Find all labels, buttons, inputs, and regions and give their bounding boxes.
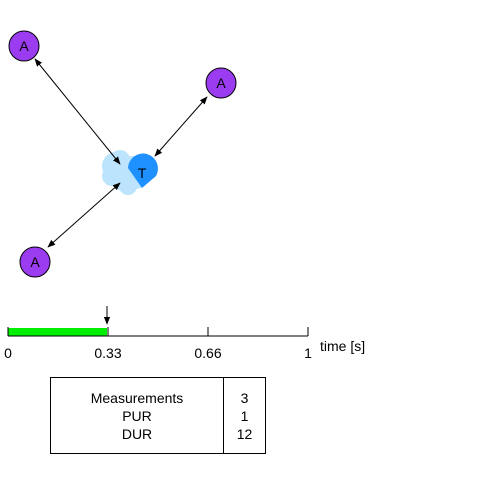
timeline-tick-label: 0.33	[94, 345, 121, 361]
dur-label: DUR	[121, 425, 153, 442]
target-shape	[128, 153, 158, 188]
agent-right[interactable]: A	[205, 67, 237, 99]
dur-value: 12	[236, 425, 253, 442]
agent-label: A	[19, 38, 29, 54]
pur-label: PUR	[122, 407, 152, 424]
agent-top-left[interactable]: A	[8, 30, 40, 62]
target-label: T	[138, 165, 147, 181]
timeline-tick-label: 0	[4, 345, 12, 361]
link-agent-right	[154, 96, 208, 157]
progress-bar-fill	[8, 328, 107, 336]
target-marker[interactable]: T	[128, 153, 158, 188]
pur-value: 1	[240, 407, 249, 424]
agent-label: A	[30, 254, 40, 270]
timeline-unit-label: time [s]	[320, 338, 365, 354]
measurements-label: Measurements	[90, 389, 184, 406]
agent-bottom-left[interactable]: A	[19, 246, 51, 278]
link-agent-top-left	[34, 58, 121, 165]
timeline-tick-label: 1	[304, 345, 312, 361]
timeline-tick-label: 0.66	[194, 345, 221, 361]
measurements-table: Measurements PUR DUR 3 1 12	[50, 377, 266, 454]
timeline: 0 0.33 0.66 1 time [s]	[4, 306, 365, 361]
measurements-label-column: Measurements PUR DUR	[51, 378, 224, 453]
measurements-value: 3	[240, 389, 249, 406]
target-uncertainty-cloud	[102, 150, 145, 195]
measurements-value-column: 3 1 12	[224, 378, 265, 453]
agent-label: A	[216, 75, 226, 91]
link-agent-bottom-left	[47, 182, 121, 248]
